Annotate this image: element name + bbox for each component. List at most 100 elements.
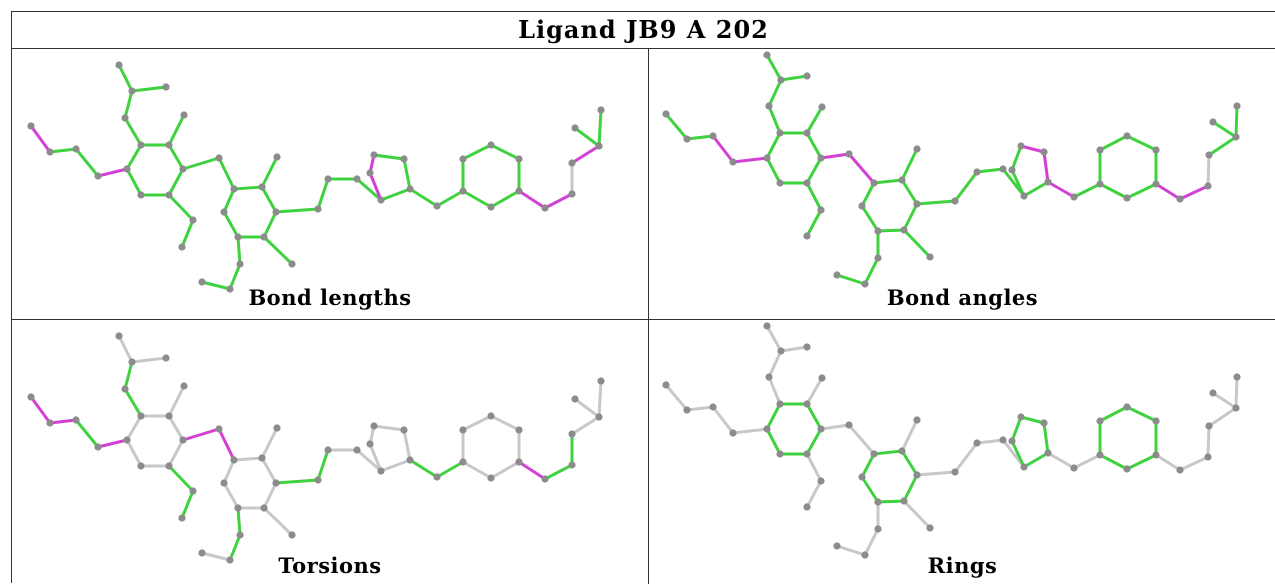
atom-r1e bbox=[776, 450, 784, 458]
bond-c3-p4 bbox=[355, 448, 383, 473]
atom-t2 bbox=[128, 87, 136, 95]
bond-r1c-s1 bbox=[181, 427, 221, 442]
bond-r3b-r3c bbox=[461, 414, 493, 432]
bond-c2-c3 bbox=[975, 167, 1005, 174]
atom-p5 bbox=[366, 440, 374, 448]
atom-l2 bbox=[709, 403, 717, 411]
atom-r2b bbox=[258, 183, 266, 191]
figure-frame: Ligand JB9 A 202 Bond lengths Bond angle… bbox=[11, 11, 1275, 584]
bond-l2-l3 bbox=[685, 405, 715, 412]
atom-r3d bbox=[1152, 417, 1160, 425]
atom-y2 bbox=[568, 461, 576, 469]
atom-m1 bbox=[180, 111, 188, 119]
atom-r2c bbox=[272, 479, 280, 487]
atom-c2 bbox=[973, 168, 981, 176]
bond-s1-r2a bbox=[217, 156, 236, 191]
atom-r1a bbox=[776, 129, 784, 137]
bond-r1c-r1d bbox=[167, 438, 185, 468]
atom-p4 bbox=[377, 467, 385, 475]
bond-p5-p4 bbox=[1010, 168, 1026, 198]
atom-b2 bbox=[178, 514, 186, 522]
atom-b1 bbox=[817, 477, 825, 485]
atom-l4 bbox=[662, 381, 670, 389]
bond-r3e-r3f bbox=[489, 189, 521, 209]
atom-r2b bbox=[898, 447, 906, 455]
atom-q1 bbox=[874, 254, 882, 262]
atom-r2b bbox=[258, 454, 266, 462]
atom-q4 bbox=[288, 260, 296, 268]
bond-r2e-r2f bbox=[222, 210, 240, 239]
atom-m1 bbox=[180, 382, 188, 390]
bond-r3b-r3c bbox=[1098, 405, 1129, 423]
caption-torsions: Torsions bbox=[278, 553, 382, 578]
atom-y6 bbox=[597, 106, 605, 114]
atom-r2f bbox=[220, 479, 228, 487]
bond-y4-y5 bbox=[573, 397, 601, 419]
atom-p1 bbox=[1017, 142, 1025, 150]
bond-r2b-m2 bbox=[260, 426, 279, 460]
bond-y4-y5 bbox=[573, 126, 601, 148]
bond-y4-y6 bbox=[1234, 104, 1239, 139]
bond-r1b-m1 bbox=[167, 113, 186, 147]
atom-r1e bbox=[137, 462, 145, 470]
atom-t3 bbox=[803, 343, 811, 351]
atom-p3 bbox=[406, 456, 414, 464]
atom-b2 bbox=[178, 243, 186, 251]
atom-r2a bbox=[230, 456, 238, 464]
bond-r3b-r3c bbox=[1098, 134, 1129, 152]
atom-x1 bbox=[1070, 193, 1078, 201]
caption-bond-angles: Bond angles bbox=[886, 285, 1039, 310]
atom-r3e bbox=[515, 187, 523, 195]
bond-r1b-r1c bbox=[167, 143, 185, 171]
atom-c2 bbox=[324, 175, 332, 183]
caption-bond-lengths: Bond lengths bbox=[248, 285, 412, 310]
bond-p1-p5 bbox=[1010, 144, 1023, 172]
atom-p1 bbox=[1017, 413, 1025, 421]
bond-r1d-b1 bbox=[805, 181, 823, 212]
bond-t1-t2 bbox=[117, 334, 134, 364]
atom-r3d bbox=[515, 155, 523, 163]
atom-c2 bbox=[973, 439, 981, 447]
bond-r3f-r3a bbox=[1098, 453, 1129, 471]
panel-bond-lengths: Bond lengths bbox=[12, 49, 648, 319]
bond-r2c-c1 bbox=[274, 478, 320, 485]
bond-t2-t3 bbox=[779, 74, 809, 82]
atom-c1 bbox=[951, 468, 959, 476]
atom-r1b bbox=[803, 400, 811, 408]
bond-q2-q3 bbox=[200, 280, 232, 291]
bond-r1f-l1 bbox=[731, 156, 769, 164]
atom-q3 bbox=[198, 278, 206, 286]
atom-c3 bbox=[999, 165, 1007, 173]
bond-r3e-y1 bbox=[1154, 182, 1182, 201]
bond-t2-t4 bbox=[123, 360, 134, 391]
atom-r3f bbox=[487, 474, 495, 482]
atom-r2f bbox=[858, 202, 866, 210]
bond-p1-p5 bbox=[1010, 415, 1023, 443]
atom-q3 bbox=[198, 549, 206, 557]
bond-c1-c2 bbox=[316, 448, 330, 482]
bond-p2-p1 bbox=[1019, 144, 1046, 154]
bond-r3e-r3f bbox=[1125, 182, 1158, 200]
bond-r2c-c1 bbox=[915, 470, 957, 477]
bond-x1-r3a bbox=[435, 189, 465, 208]
bond-r2b-r2c bbox=[900, 449, 919, 477]
atom-t1 bbox=[763, 51, 771, 59]
bond-r2f-r2a bbox=[222, 187, 236, 214]
bond-r1e-r1f bbox=[765, 427, 782, 456]
atom-r2f bbox=[220, 208, 228, 216]
atom-r2e bbox=[234, 233, 242, 241]
atom-l3 bbox=[683, 135, 691, 143]
atom-q2 bbox=[861, 280, 869, 288]
atom-y1 bbox=[1176, 466, 1184, 474]
atom-r2b bbox=[898, 176, 906, 184]
bond-r3e-r3f bbox=[1125, 453, 1158, 471]
atom-y5 bbox=[1209, 118, 1217, 126]
bond-l3-l4 bbox=[29, 395, 52, 425]
bond-r1b-m1 bbox=[167, 384, 186, 418]
atom-l2 bbox=[72, 416, 80, 424]
bond-y4-y5 bbox=[1211, 120, 1238, 139]
atom-r1d bbox=[803, 179, 811, 187]
atom-r3a bbox=[459, 458, 467, 466]
bond-y1-y2 bbox=[543, 192, 574, 210]
bond-s1-r2a bbox=[217, 427, 236, 462]
